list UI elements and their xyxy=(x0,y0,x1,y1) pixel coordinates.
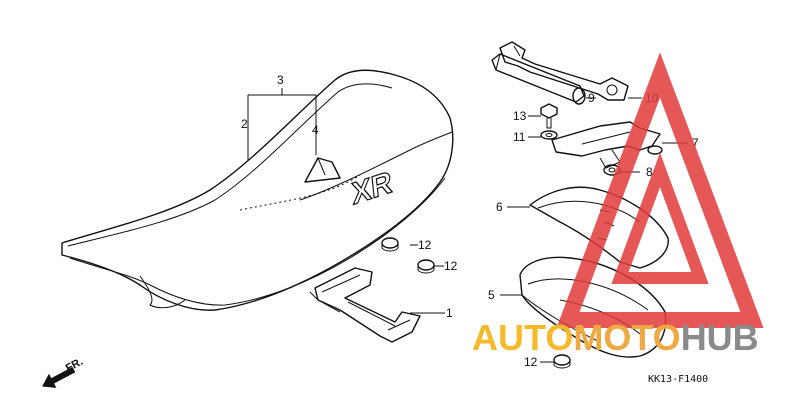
watermark-auto: AUTO xyxy=(472,317,573,358)
seat xyxy=(61,69,454,311)
tool-handle xyxy=(491,53,586,105)
flange-nut-c xyxy=(553,354,571,369)
seat-bracket xyxy=(309,267,421,343)
front-arrow-icon xyxy=(42,366,76,388)
washer xyxy=(540,130,558,140)
callout-1: 1 xyxy=(446,306,453,320)
bolt xyxy=(540,103,558,129)
watermark-logo xyxy=(556,52,764,328)
callout-11: 11 xyxy=(513,130,526,144)
callout-3: 3 xyxy=(277,73,284,87)
tool-wrench xyxy=(499,41,629,101)
watermark-moto: MOTO xyxy=(573,317,680,358)
watermark-text: AUTOMOTOHUB xyxy=(472,317,759,358)
front-marker-label: FR. xyxy=(64,356,85,375)
callout-8: 8 xyxy=(646,165,653,179)
watermark-hub: HUB xyxy=(681,317,759,358)
callout-2: 2 xyxy=(241,117,248,131)
flange-nut-a xyxy=(381,237,399,252)
callout-6: 6 xyxy=(496,200,503,214)
callout-12-a: 12 xyxy=(418,238,432,252)
diagram-code: KK13-F1400 xyxy=(648,374,708,385)
callout-7: 7 xyxy=(692,136,699,150)
callout-12-c: 12 xyxy=(524,355,538,369)
callout-4: 4 xyxy=(312,123,319,137)
leader-lines xyxy=(247,88,688,363)
callout-13: 13 xyxy=(513,109,527,123)
callout-5: 5 xyxy=(488,288,495,302)
seat-badge: XR xyxy=(350,166,393,212)
flange-nut-b xyxy=(417,259,435,274)
callout-12-b: 12 xyxy=(444,259,458,273)
callout-9: 9 xyxy=(588,91,595,105)
